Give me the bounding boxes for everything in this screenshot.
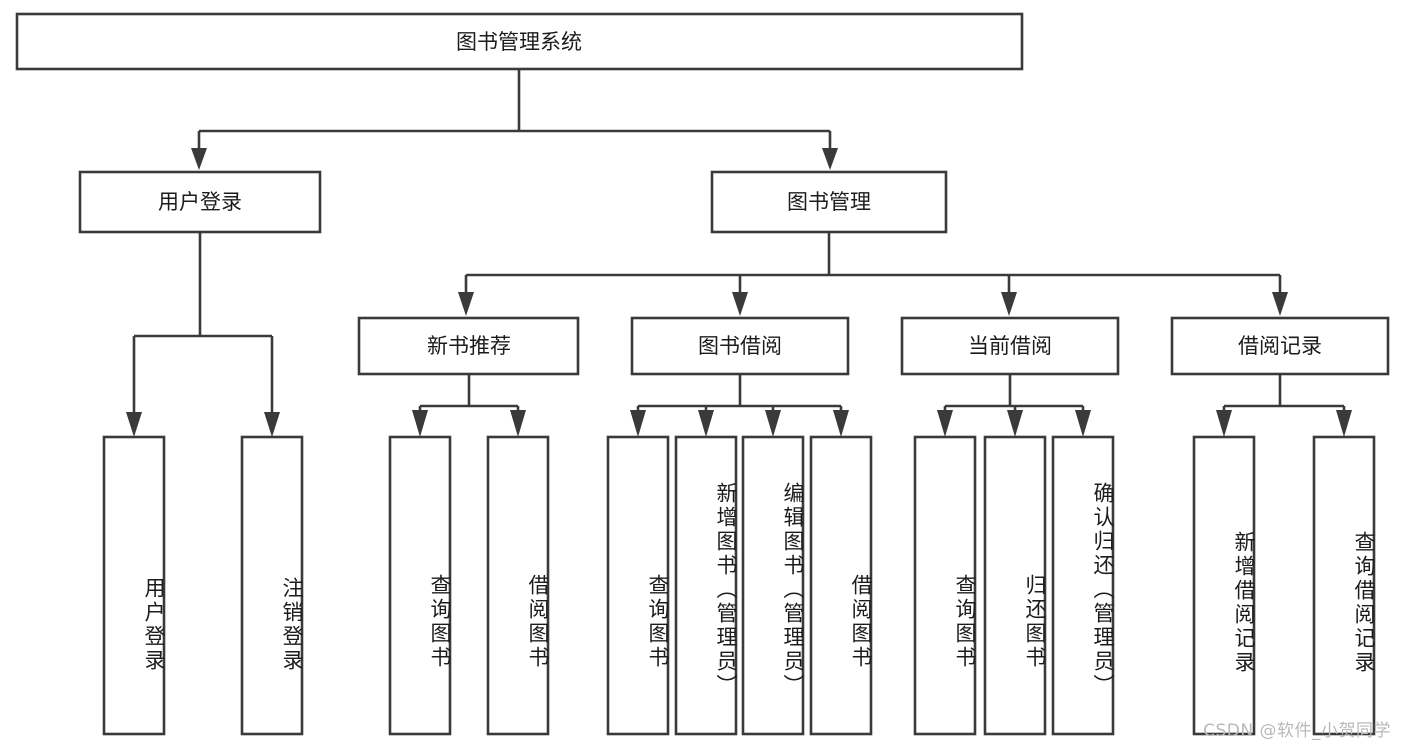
- arrow-head-leaf-bb-2: [765, 410, 781, 437]
- leaf-box-br-0[interactable]: [1192, 435, 1256, 736]
- node-book-borrow[interactable]: 图书借阅: [630, 316, 850, 376]
- node-book-borrow-label: 图书借阅: [698, 334, 782, 358]
- leaf-box-cb-1[interactable]: [983, 435, 1047, 736]
- node-user-login-label: 用户登录: [158, 190, 242, 214]
- node-current-borrow[interactable]: 当前借阅: [900, 316, 1120, 376]
- arrow-head-leaf-bb-0: [630, 410, 646, 437]
- node-new-book-recommend-box: [357, 316, 580, 376]
- arrow-head-to-current-borrow: [1001, 292, 1017, 316]
- node-borrow-record-box: [1170, 316, 1390, 376]
- node-user-login[interactable]: 用户登录: [78, 170, 322, 234]
- connector-current-borrow-to-leaves: [937, 374, 1091, 437]
- node-root-system-label: 图书管理系统: [456, 30, 582, 54]
- leaf-box-cb-0[interactable]: [913, 435, 977, 736]
- node-new-book-recommend[interactable]: 新书推荐: [357, 316, 580, 376]
- arrow-head-leaf-cb-0: [937, 410, 953, 437]
- connector-book-manage-to-level3: [458, 232, 1288, 316]
- arrow-head-leaf-bb-3: [833, 410, 849, 437]
- node-borrow-record[interactable]: 借阅记录: [1170, 316, 1390, 376]
- arrow-head-leaf-br-1: [1336, 410, 1352, 437]
- leaf-box-cb-2[interactable]: [1051, 435, 1115, 736]
- arrow-head-leaf-nbr-0: [412, 410, 428, 437]
- leaf-box-bb-0[interactable]: [606, 435, 670, 736]
- arrow-head-to-borrow-record: [1272, 292, 1288, 316]
- leaf-box-bb-2[interactable]: [741, 435, 805, 736]
- node-root-system-box: [15, 12, 1024, 71]
- arrow-head-leaf-br-0: [1216, 410, 1232, 437]
- arrow-head-leaf-user-login-0: [126, 412, 142, 437]
- connector-borrow-record-to-leaves: [1216, 374, 1352, 437]
- leaf-box-user-login-1[interactable]: [240, 435, 304, 736]
- arrow-head-leaf-user-login-1: [264, 412, 280, 437]
- leaf-box-bb-3[interactable]: [809, 435, 873, 736]
- connector-root-to-level2: [191, 69, 838, 170]
- node-book-manage-label: 图书管理: [787, 190, 871, 214]
- node-book-borrow-box: [630, 316, 850, 376]
- node-current-borrow-label: 当前借阅: [968, 334, 1052, 358]
- node-current-borrow-box: [900, 316, 1120, 376]
- arrow-head-leaf-bb-1: [698, 410, 714, 437]
- connector-new-book-recommend-to-leaves: [412, 374, 526, 437]
- csdn-watermark: CSDN @软件_小贺同学: [1203, 721, 1391, 741]
- node-book-manage-box: [710, 170, 948, 234]
- node-book-manage[interactable]: 图书管理: [710, 170, 948, 234]
- arrow-head-to-book-borrow: [732, 292, 748, 316]
- arrow-head-leaf-cb-1: [1007, 410, 1023, 437]
- leaf-box-nbr-1[interactable]: [486, 435, 550, 736]
- leaf-box-nbr-0[interactable]: [388, 435, 452, 736]
- arrow-head-leaf-cb-2: [1075, 410, 1091, 437]
- leaf-box-br-1[interactable]: [1312, 435, 1376, 736]
- node-root-system[interactable]: 图书管理系统: [15, 12, 1024, 71]
- node-new-book-recommend-label: 新书推荐: [427, 334, 511, 358]
- arrow-head-leaf-nbr-1: [510, 410, 526, 437]
- arrow-head-to-book-manage: [822, 148, 838, 170]
- arrow-head-to-user-login: [191, 148, 207, 170]
- leaf-box-user-login-0[interactable]: [102, 435, 166, 736]
- leaf-box-bb-1[interactable]: [674, 435, 738, 736]
- arrow-head-to-new-book-recommend: [458, 292, 474, 316]
- connector-user-login-to-leaves: [126, 232, 280, 437]
- connector-book-borrow-to-leaves: [630, 374, 849, 437]
- node-borrow-record-label: 借阅记录: [1238, 334, 1322, 358]
